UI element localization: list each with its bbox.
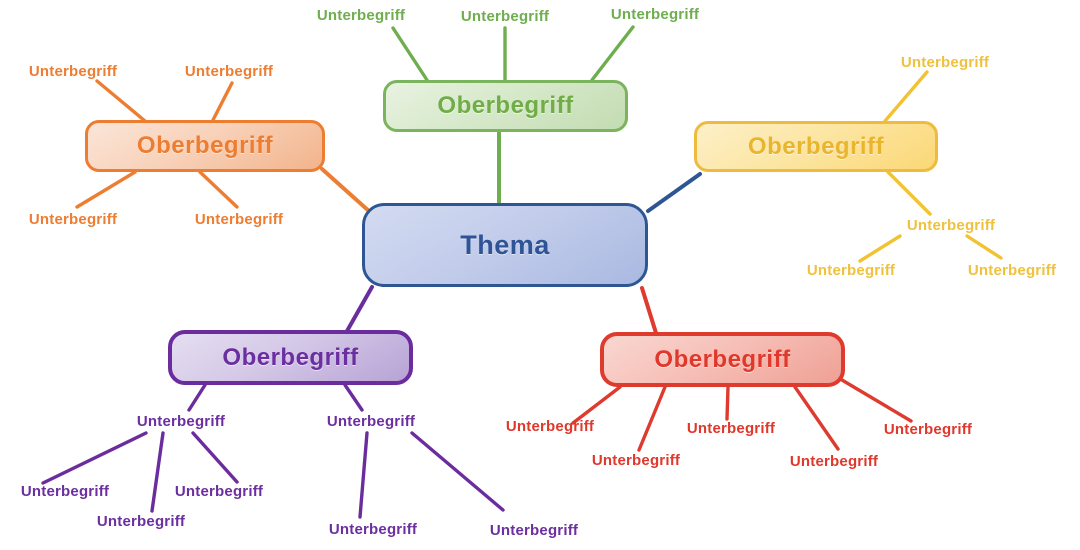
connector-top-sub-2 bbox=[590, 25, 635, 82]
subtopic-label-bottom-right-4: Unterbegriff bbox=[789, 453, 879, 470]
connector-left-sub-1 bbox=[211, 81, 234, 122]
subtopic-label-bottom-left-5: Unterbegriff bbox=[328, 521, 418, 538]
subtopic-label-right-3: Unterbegriff bbox=[967, 262, 1057, 279]
connector-right-sub-2 bbox=[858, 234, 902, 263]
connector-br-sub-2 bbox=[725, 385, 730, 421]
subtopic-label-bottom-right-2: Unterbegriff bbox=[883, 421, 973, 438]
connector-top-sub-0 bbox=[391, 26, 429, 82]
subtopic-label-bottom-left-6: Unterbegriff bbox=[489, 522, 579, 539]
connector-left-sub-0 bbox=[95, 79, 147, 123]
subtopic-label-bottom-right-1: Unterbegriff bbox=[686, 420, 776, 437]
connector-bl-sub-5 bbox=[358, 431, 369, 519]
connector-right-sub-0 bbox=[883, 70, 929, 123]
subtopic-label-right-0: Unterbegriff bbox=[900, 54, 990, 71]
connector-bl-sub-3 bbox=[150, 431, 165, 513]
connector-right-sub-1 bbox=[886, 170, 932, 216]
connector-thema-bottom-right bbox=[640, 286, 658, 335]
subtopic-label-right-2: Unterbegriff bbox=[806, 262, 896, 279]
connector-bl-sub-0 bbox=[187, 383, 207, 412]
category-node-top: Oberbegriff bbox=[383, 80, 628, 132]
subtopic-label-left-0: Unterbegriff bbox=[28, 63, 118, 80]
connector-right-sub-3 bbox=[965, 234, 1003, 260]
connector-thema-bottom-left bbox=[345, 285, 374, 333]
central-topic-node: Thema bbox=[362, 203, 648, 287]
connector-bl-sub-1 bbox=[343, 383, 364, 412]
subtopic-label-bottom-left-3: Unterbegriff bbox=[96, 513, 186, 530]
connector-left-sub-2 bbox=[75, 170, 137, 209]
subtopic-label-left-2: Unterbegriff bbox=[28, 211, 118, 228]
subtopic-label-bottom-left-2: Unterbegriff bbox=[20, 483, 110, 500]
connector-bl-sub-6 bbox=[410, 431, 505, 512]
subtopic-label-bottom-right-0: Unterbegriff bbox=[505, 418, 595, 435]
subtopic-label-bottom-left-4: Unterbegriff bbox=[174, 483, 264, 500]
category-node-right: Oberbegriff bbox=[694, 121, 938, 172]
subtopic-label-right-1: Unterbegriff bbox=[906, 217, 996, 234]
subtopic-label-top-2: Unterbegriff bbox=[610, 6, 700, 23]
subtopic-label-top-1: Unterbegriff bbox=[460, 8, 550, 25]
category-node-left: Oberbegriff bbox=[85, 120, 325, 172]
subtopic-label-bottom-left-1: Unterbegriff bbox=[326, 413, 416, 430]
connector-br-sub-1 bbox=[637, 385, 667, 452]
connector-bl-sub-2 bbox=[41, 431, 148, 485]
connector-br-sub-4 bbox=[840, 378, 913, 423]
subtopic-label-bottom-right-3: Unterbegriff bbox=[591, 452, 681, 469]
category-node-bottom-left: Oberbegriff bbox=[168, 330, 413, 385]
connector-br-sub-3 bbox=[793, 385, 840, 451]
subtopic-label-bottom-left-0: Unterbegriff bbox=[136, 413, 226, 430]
subtopic-label-left-1: Unterbegriff bbox=[184, 63, 274, 80]
connector-bl-sub-4 bbox=[191, 431, 239, 484]
connector-br-sub-0 bbox=[571, 385, 622, 425]
connector-thema-left bbox=[320, 167, 372, 214]
subtopic-label-left-3: Unterbegriff bbox=[194, 211, 284, 228]
category-node-bottom-right: Oberbegriff bbox=[600, 332, 845, 387]
subtopic-label-top-0: Unterbegriff bbox=[316, 7, 406, 24]
connector-thema-right bbox=[646, 172, 702, 213]
connector-left-sub-3 bbox=[198, 170, 239, 209]
